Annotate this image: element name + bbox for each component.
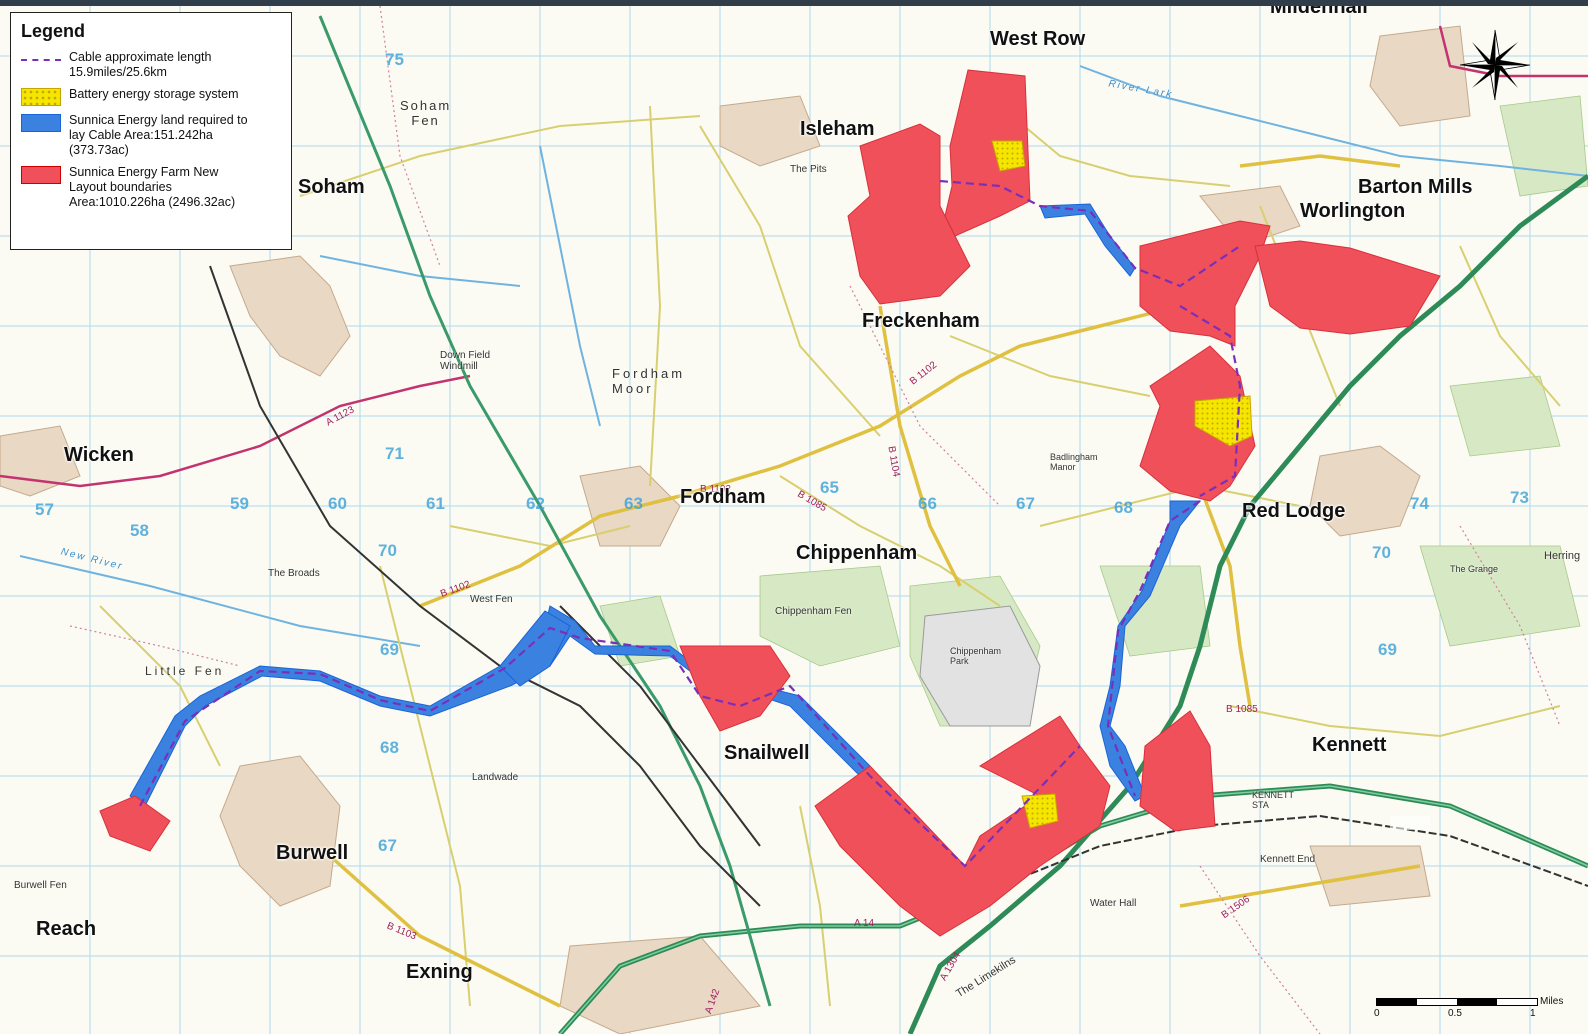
farm-boundaries (99, 69, 1441, 937)
grid-number: 73 (1510, 488, 1529, 507)
trunk-roads (558, 173, 1588, 1034)
place-isleham: Isleham (800, 118, 875, 140)
road-label-a14: A 14 (854, 918, 875, 929)
label-west-fen: West Fen (470, 594, 513, 605)
place-exning: Exning (406, 961, 473, 983)
scale-label: 1 (1530, 1008, 1536, 1019)
cable-route (139, 179, 1242, 868)
place-fordham: Fordham (680, 486, 766, 508)
watercourses (19, 65, 1588, 647)
legend-item-cable: Cable approximate length 15.9miles/25.6k… (21, 50, 281, 80)
scale-unit: Miles (1540, 996, 1564, 1007)
place-worlington: Worlington (1300, 200, 1406, 222)
scale-label: 0.5 (1448, 1008, 1462, 1019)
place-red-lodge: Red Lodge (1242, 500, 1346, 522)
label-burwell-fen: Burwell Fen (14, 880, 67, 891)
map-graphic (0, 6, 1588, 1034)
grid-number: 66 (918, 494, 937, 513)
label-the-broads: The Broads (268, 568, 320, 579)
farm-swatch (21, 166, 61, 184)
footpaths (69, 6, 1561, 1034)
grid-number: 68 (380, 738, 399, 757)
grid-number: 63 (624, 494, 643, 513)
place-burwell: Burwell (276, 842, 349, 864)
label-down-field-windmill: Down Field Windmill (440, 350, 491, 372)
north-arrow-icon (1459, 29, 1531, 101)
label-soham-fen: Soham Fen (400, 98, 452, 128)
legend-item-label: Battery energy storage system (69, 87, 239, 101)
label-the-pits: The Pits (790, 164, 827, 175)
cable-swatch (21, 51, 61, 69)
map-legend: Legend Cable approximate length 15.9mile… (10, 12, 292, 250)
legend-item-battery: Battery energy storage system (21, 87, 281, 106)
scale-label: 0 (1374, 1008, 1380, 1019)
place-wicken: Wicken (64, 444, 134, 466)
a-roads (0, 25, 1588, 488)
grid-number: 58 (130, 521, 149, 540)
grid-number: 69 (380, 640, 399, 659)
grid-number: 70 (378, 541, 397, 560)
label-the-grange: The Grange (1450, 564, 1499, 574)
scale-bar: 0 0.5 1 Miles (1370, 996, 1570, 1032)
scale-bar-graphic (1376, 998, 1538, 1006)
grid-number: 75 (385, 50, 404, 69)
label-chippenham-fen: Chippenham Fen (775, 606, 852, 617)
legend-item-farm: Sunnica Energy Farm New Layout boundarie… (21, 165, 281, 210)
place-reach: Reach (36, 918, 97, 940)
grid-number: 71 (385, 444, 404, 463)
legend-item-label: Cable approximate length 15.9miles/25.6k… (69, 50, 212, 79)
grid-number: 69 (1378, 640, 1397, 659)
grid-number: 68 (1114, 498, 1133, 517)
disused-railway (318, 15, 772, 1007)
grid-number: 65 (820, 478, 839, 497)
place-chippenham: Chippenham (796, 542, 918, 564)
grid-number: 74 (1410, 494, 1429, 513)
place-mildenhall: Mildenhall (1270, 6, 1368, 18)
cable-land-swatch (21, 114, 61, 132)
grid-number: 61 (426, 494, 445, 513)
road-label-b1102: B 1102 (700, 484, 731, 495)
grid-number: 67 (1016, 494, 1035, 513)
label-kennett-end: Kennett End (1260, 854, 1316, 865)
grid-number: 60 (328, 494, 347, 513)
place-snailwell: Snailwell (724, 742, 810, 764)
legend-item-label: Sunnica Energy land required to lay Cabl… (69, 113, 248, 157)
label-badlingham-manor: Badlingham Manor (1050, 452, 1098, 472)
grid-number: 57 (35, 500, 54, 519)
legend-title: Legend (21, 21, 86, 41)
place-kennett: Kennett (1312, 734, 1387, 756)
route-label-boxes (1390, 816, 1430, 830)
label-kennett-sta: KENNETT STA (1252, 790, 1295, 810)
place-west-row: West Row (990, 28, 1086, 50)
chippenham-park-area (919, 605, 1041, 727)
place-barton-mills: Barton Mills (1358, 176, 1473, 198)
legend-item-land: Sunnica Energy land required to lay Cabl… (21, 113, 281, 158)
road-label-b1085: B 1085 (1226, 704, 1258, 715)
label-herring: Herring (1544, 550, 1581, 562)
label-landwade: Landwade (472, 772, 519, 783)
place-soham: Soham (298, 176, 365, 198)
grid-number: 70 (1372, 543, 1391, 562)
grid-number: 62 (526, 494, 545, 513)
grid-number: 67 (378, 836, 397, 855)
label-chippenham-park: Chippenham Park (950, 646, 1002, 666)
label-fordham-moor: Fordham Moor (612, 366, 686, 396)
place-freckenham: Freckenham (862, 310, 980, 332)
label-water-hall: Water Hall (1090, 898, 1137, 909)
battery-swatch (21, 88, 61, 106)
map-canvas[interactable]: 75 71 70 69 68 67 59 60 61 62 63 65 66 6… (0, 6, 1588, 1034)
grid-number: 59 (230, 494, 249, 513)
label-little-fen: Little Fen (145, 664, 225, 678)
legend-item-label: Sunnica Energy Farm New Layout boundarie… (69, 165, 236, 209)
